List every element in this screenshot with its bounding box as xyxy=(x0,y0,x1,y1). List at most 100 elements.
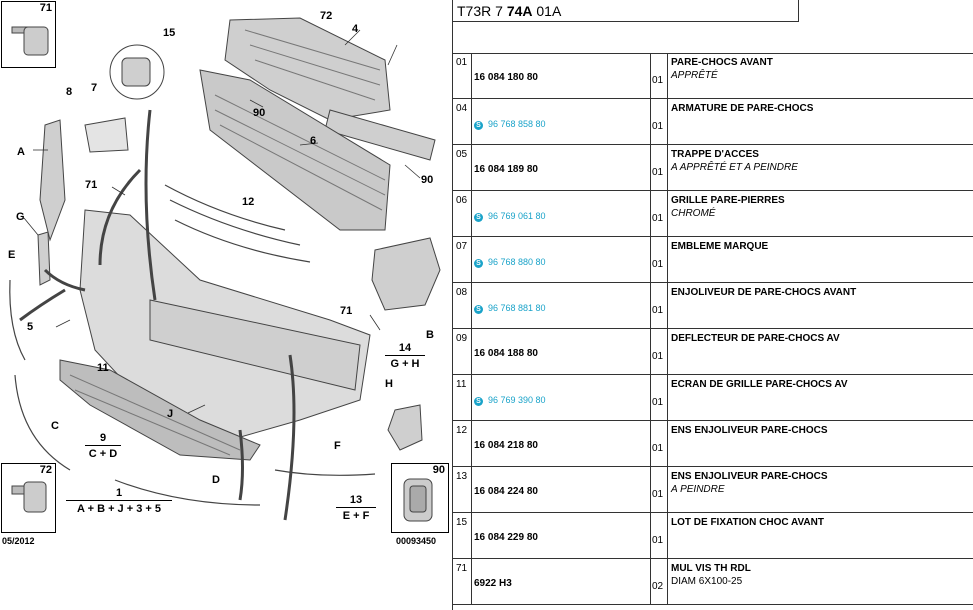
row-number: 01 xyxy=(456,57,468,68)
part-reference-link[interactable]: S 96 768 880 80 xyxy=(471,237,651,282)
callout-11: 11 xyxy=(97,362,109,374)
code-suffix: 01A xyxy=(536,3,562,19)
formula-parts: G + H xyxy=(390,358,420,370)
part-description: EMBLEME MARQUE xyxy=(669,237,973,282)
callout-E: E xyxy=(8,249,16,261)
callout-B: B xyxy=(426,329,434,341)
callout-90-mid: 90 xyxy=(253,107,266,119)
row-number: 11 xyxy=(456,379,467,390)
callout-15: 15 xyxy=(163,27,176,39)
part-quantity: 01 xyxy=(651,145,668,190)
formula-number: 13 xyxy=(349,494,363,506)
part-finish: DIAM 6X100-25 xyxy=(671,576,743,587)
part-name: LOT DE FIXATION CHOC AVANT xyxy=(671,517,824,528)
callout-5: 5 xyxy=(27,321,34,333)
callout-72-top: 72 xyxy=(320,10,333,22)
part-reference-text: 16 084 189 80 xyxy=(474,164,538,175)
callout-71-mid: 71 xyxy=(85,179,98,191)
part-finish: CHROMÉ xyxy=(671,208,716,219)
part-finish: APPRÊTÉ xyxy=(671,70,718,81)
inset-label: 90 xyxy=(432,464,445,476)
callout-71-right: 71 xyxy=(340,305,353,317)
part-name: MUL VIS TH RDL xyxy=(671,563,751,574)
part-reference: 16 084 180 80 xyxy=(471,53,651,98)
callout-A: A xyxy=(17,146,25,158)
part-reference-text[interactable]: 96 768 858 80 xyxy=(488,119,546,129)
part-reference: 16 084 189 80 xyxy=(471,145,651,190)
link-icon[interactable]: S xyxy=(474,397,483,406)
part-description: ENJOLIVEUR DE PARE-CHOCS AVANT xyxy=(669,283,973,328)
part-quantity: 01 xyxy=(651,53,668,98)
callout-H: H xyxy=(385,378,393,390)
part-reference-text: 16 084 229 80 xyxy=(474,532,538,543)
part-reference-link[interactable]: S 96 769 061 80 xyxy=(471,191,651,236)
row-number: 07 xyxy=(456,241,468,252)
part-quantity: 02 xyxy=(651,559,668,604)
clip-icon xyxy=(403,478,433,522)
screw-icon xyxy=(11,26,49,56)
link-icon[interactable]: S xyxy=(474,121,483,130)
part-reference-text: 16 084 218 80 xyxy=(474,440,538,451)
part-reference-text: 16 084 188 80 xyxy=(474,348,538,359)
part-reference-link[interactable]: S 96 768 881 80 xyxy=(471,283,651,328)
row-number: 12 xyxy=(456,425,468,436)
row-number: 04 xyxy=(456,103,468,114)
row-number: 09 xyxy=(456,333,468,344)
part-quantity: 01 xyxy=(651,99,668,144)
link-icon[interactable]: S xyxy=(474,305,483,314)
callout-F: F xyxy=(334,440,341,452)
part-quantity: 01 xyxy=(651,421,668,466)
part-reference-text[interactable]: 96 768 881 80 xyxy=(488,303,546,313)
inset-screw-71: 71 xyxy=(1,1,56,68)
part-reference: 16 084 229 80 xyxy=(471,513,651,558)
part-reference-text: 16 084 224 80 xyxy=(474,486,538,497)
link-icon[interactable]: S xyxy=(474,213,483,222)
inset-label: 72 xyxy=(39,464,52,476)
part-name: TRAPPE D'ACCES xyxy=(671,149,759,160)
formula-parts: E + F xyxy=(342,510,370,522)
callout-G: G xyxy=(16,211,25,223)
part-reference-link[interactable]: S 96 768 858 80 xyxy=(471,99,651,144)
part-description: LOT DE FIXATION CHOC AVANT xyxy=(669,513,973,558)
part-description: ENS ENJOLIVEUR PARE-CHOCS xyxy=(669,421,973,466)
part-reference: 16 084 188 80 xyxy=(471,329,651,374)
part-reference-text[interactable]: 96 769 390 80 xyxy=(488,395,546,405)
callout-J: J xyxy=(167,408,174,420)
callout-8: 8 xyxy=(66,86,73,98)
part-name: EMBLEME MARQUE xyxy=(671,241,769,252)
part-quantity: 01 xyxy=(651,513,668,558)
part-quantity: 01 xyxy=(651,467,668,512)
exploded-parts-diagram: 71 72 90 05/2012 00093450 15 72 4 7 8 90… xyxy=(0,0,451,610)
formula-9: 9 C + D xyxy=(85,432,121,460)
part-reference: 16 084 218 80 xyxy=(471,421,651,466)
part-quantity: 01 xyxy=(651,237,668,282)
footer-code: 00093450 xyxy=(396,536,437,546)
callout-90-right: 90 xyxy=(421,174,434,186)
part-reference-link[interactable]: S 96 769 390 80 xyxy=(471,375,651,420)
part-quantity: 01 xyxy=(651,375,668,420)
callout-12: 12 xyxy=(242,196,255,208)
footer-date: 05/2012 xyxy=(2,536,35,546)
part-reference: 16 084 224 80 xyxy=(471,467,651,512)
inset-label: 71 xyxy=(39,2,52,14)
formula-rule xyxy=(85,445,121,446)
part-reference-text[interactable]: 96 768 880 80 xyxy=(488,257,546,267)
part-quantity: 01 xyxy=(651,191,668,236)
formula-rule xyxy=(385,355,425,356)
formula-number: 9 xyxy=(99,432,107,444)
part-reference-text[interactable]: 96 769 061 80 xyxy=(488,211,546,221)
row-number: 06 xyxy=(456,195,468,206)
formula-parts: C + D xyxy=(88,448,118,460)
callout-4: 4 xyxy=(352,23,359,35)
link-icon[interactable]: S xyxy=(474,259,483,268)
